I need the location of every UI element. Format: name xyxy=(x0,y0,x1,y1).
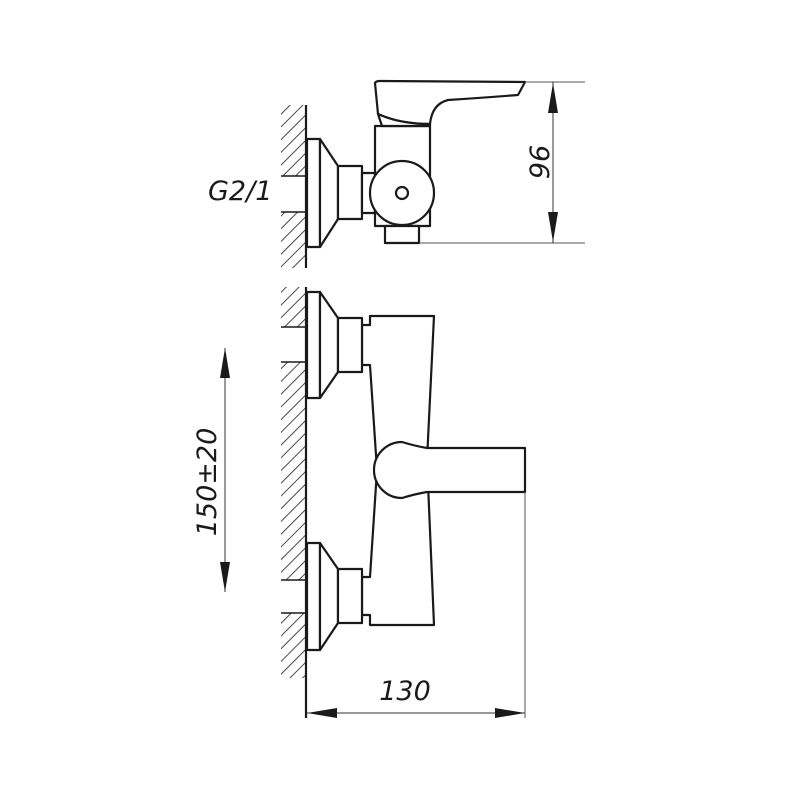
escutcheon-cone xyxy=(318,137,340,249)
height-dimension-label: 96 xyxy=(525,145,556,179)
thread-label: G2/1 xyxy=(208,176,272,207)
spacing-dimension-label: 150±20 xyxy=(192,428,223,537)
lever-handle-side xyxy=(373,79,527,126)
lower-nut xyxy=(336,567,364,625)
eccentric-nut xyxy=(336,164,364,221)
lower-escutcheon-cone xyxy=(318,541,340,652)
front-view: 130 150±20 xyxy=(192,287,527,718)
lower-escutcheon xyxy=(305,541,322,652)
dimension-150: 150±20 xyxy=(192,348,230,592)
projection-dimension-label: 130 xyxy=(379,676,431,707)
upper-nut xyxy=(336,316,364,374)
upper-escutcheon xyxy=(305,290,322,400)
wall-section-front xyxy=(281,287,308,718)
lever-neck xyxy=(376,112,432,128)
escutcheon xyxy=(305,137,322,249)
outlet-spout xyxy=(383,224,421,245)
lever-handle-front xyxy=(372,440,527,500)
wall-section-top xyxy=(281,105,308,268)
dimension-130: 130 xyxy=(307,492,526,718)
side-view: 96 G2/1 xyxy=(208,79,585,268)
upper-escutcheon-cone xyxy=(318,290,340,400)
boss-center xyxy=(394,185,410,201)
dimension-96: 96 xyxy=(419,81,585,244)
